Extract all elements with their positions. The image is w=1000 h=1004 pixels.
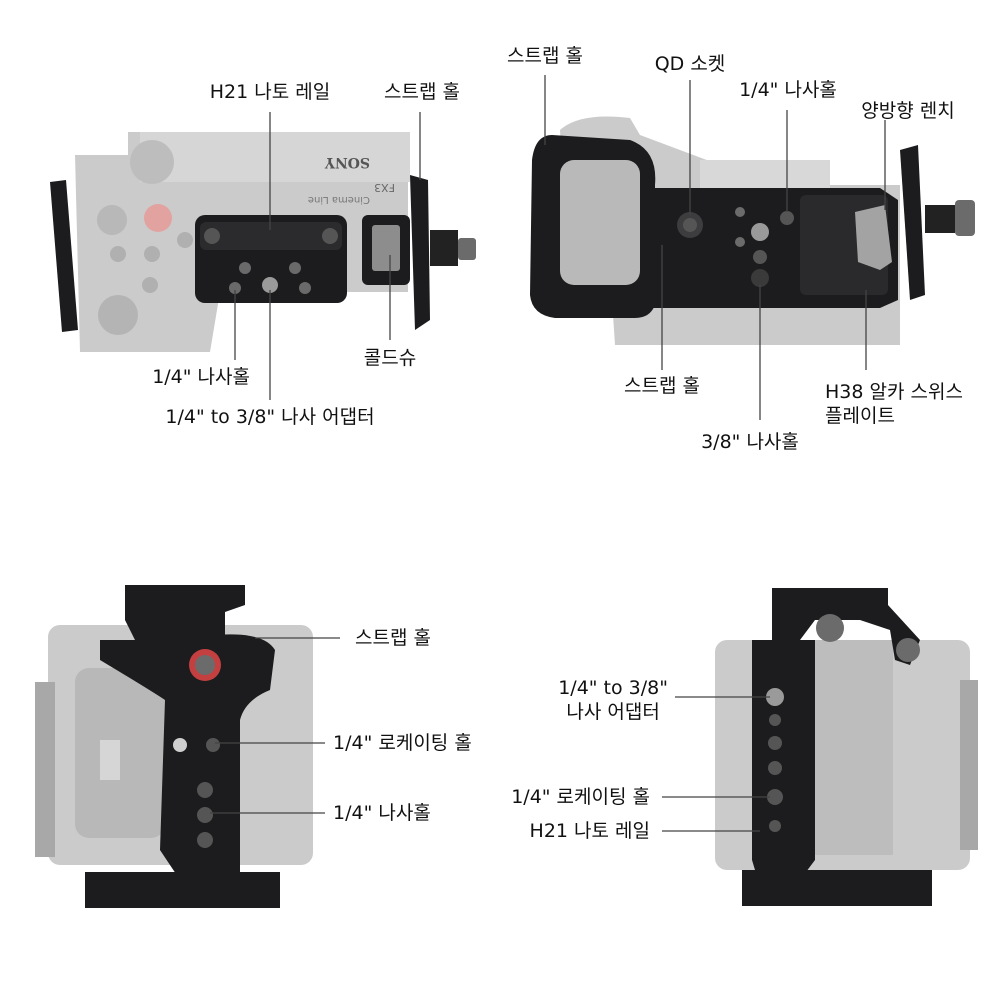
hole-38 bbox=[751, 269, 769, 287]
bottom-view-cage bbox=[530, 135, 975, 318]
left-hole-1 bbox=[173, 738, 187, 752]
knob-block bbox=[925, 205, 955, 233]
dial-knob bbox=[130, 140, 174, 184]
label-left-screw-hole: 1/4" 나사홀 bbox=[333, 802, 431, 824]
cage-right-arm bbox=[410, 175, 430, 330]
label-left-locating-hole: 1/4" 로케이팅 홀 bbox=[333, 732, 472, 754]
label-arca-plate: H38 알카 스위스 플레이트 bbox=[825, 381, 963, 427]
label-bottom-strap-hole-top: 스트랩 홀 bbox=[507, 45, 583, 67]
button-4 bbox=[142, 277, 158, 293]
label-top-screw-hole: 1/4" 나사홀 bbox=[152, 366, 250, 388]
label-left-strap-hole: 스트랩 홀 bbox=[355, 627, 431, 649]
right-hole-5 bbox=[769, 820, 781, 832]
right-side-cage bbox=[742, 588, 932, 906]
base-left bbox=[85, 872, 280, 908]
right-hole-1 bbox=[769, 714, 781, 726]
thumb-screw-knob bbox=[458, 238, 476, 260]
side-grip bbox=[100, 634, 275, 880]
left-side-cage bbox=[85, 585, 280, 908]
hole-a bbox=[735, 207, 745, 217]
base-right bbox=[742, 870, 932, 906]
cage-left-edge bbox=[50, 180, 78, 332]
record-button bbox=[144, 204, 172, 232]
wrench bbox=[855, 205, 892, 270]
button-1 bbox=[110, 246, 126, 262]
label-top-adapter: 1/4" to 3/8" 나사 어댑터 bbox=[165, 406, 375, 428]
right-hole-3 bbox=[768, 761, 782, 775]
label-top-rail: H21 나토 레일 bbox=[209, 81, 331, 103]
button-3 bbox=[177, 232, 193, 248]
button-2 bbox=[144, 246, 160, 262]
rail-hole-2 bbox=[289, 262, 301, 274]
hole-d bbox=[735, 237, 745, 247]
rail-hole-3 bbox=[229, 282, 241, 294]
rail-hole-4 bbox=[299, 282, 311, 294]
camera-lens-mount bbox=[700, 160, 830, 188]
label-top-strap-hole: 스트랩 홀 bbox=[384, 81, 460, 103]
cold-shoe-insert bbox=[372, 225, 400, 271]
left-hole-4 bbox=[197, 807, 213, 823]
camera-vents bbox=[35, 682, 55, 857]
label-qd-socket: QD 소켓 bbox=[654, 53, 726, 75]
label-right-adapter: 1/4" to 3/8" 나사 어댑터 bbox=[558, 677, 668, 723]
rail-screw-right bbox=[322, 228, 338, 244]
camera-model-text: FX3 bbox=[374, 181, 395, 194]
label-bottom-screw-hole-38: 3/8" 나사홀 bbox=[701, 431, 799, 453]
left-hole-2 bbox=[206, 738, 220, 752]
hole-e bbox=[753, 250, 767, 264]
camera-panel-right bbox=[815, 640, 893, 855]
thumb-screw-block bbox=[430, 230, 458, 266]
top-bracket-right bbox=[772, 588, 920, 665]
grille bbox=[97, 205, 127, 235]
right-hole-2 bbox=[768, 736, 782, 750]
label-wrench: 양방향 렌치 bbox=[861, 100, 955, 122]
top-rail-ridge bbox=[200, 222, 342, 250]
qd-socket-inner bbox=[683, 218, 697, 232]
top-bracket-left bbox=[125, 585, 245, 640]
left-hole-3 bbox=[197, 782, 213, 798]
clamp-knob-2 bbox=[896, 638, 920, 662]
bracket-right bbox=[900, 145, 925, 300]
top-view-cage bbox=[50, 175, 476, 332]
side-plate bbox=[752, 640, 815, 880]
camera-line-text: Cinema Line bbox=[308, 194, 370, 205]
camera-top-plate bbox=[140, 132, 410, 182]
leader-lines bbox=[210, 75, 886, 832]
label-cold-shoe: 콜드슈 bbox=[363, 347, 417, 369]
right-adapter bbox=[766, 688, 784, 706]
rail-screw-left bbox=[204, 228, 220, 244]
clamp-knob bbox=[816, 614, 844, 642]
camera-brand-text: SONY bbox=[324, 154, 370, 170]
hole-b bbox=[780, 211, 794, 225]
knob bbox=[955, 200, 975, 236]
label-right-rail: H21 나토 레일 bbox=[529, 820, 650, 842]
joystick bbox=[98, 295, 138, 335]
right-hole-4 bbox=[767, 789, 783, 805]
grip-knob bbox=[195, 655, 215, 675]
hole-c bbox=[751, 223, 769, 241]
label-right-locating-hole: 1/4" 로케이팅 홀 bbox=[511, 786, 650, 808]
battery-door bbox=[560, 160, 640, 285]
camera-door-left bbox=[100, 740, 120, 780]
left-hole-5 bbox=[197, 832, 213, 848]
rail-adapter bbox=[262, 277, 278, 293]
rail-hole-1 bbox=[239, 262, 251, 274]
label-bottom-strap-hole-bottom: 스트랩 홀 bbox=[624, 375, 700, 397]
label-bottom-screw-hole-14: 1/4" 나사홀 bbox=[739, 79, 837, 101]
camera-vents-right bbox=[960, 680, 978, 850]
